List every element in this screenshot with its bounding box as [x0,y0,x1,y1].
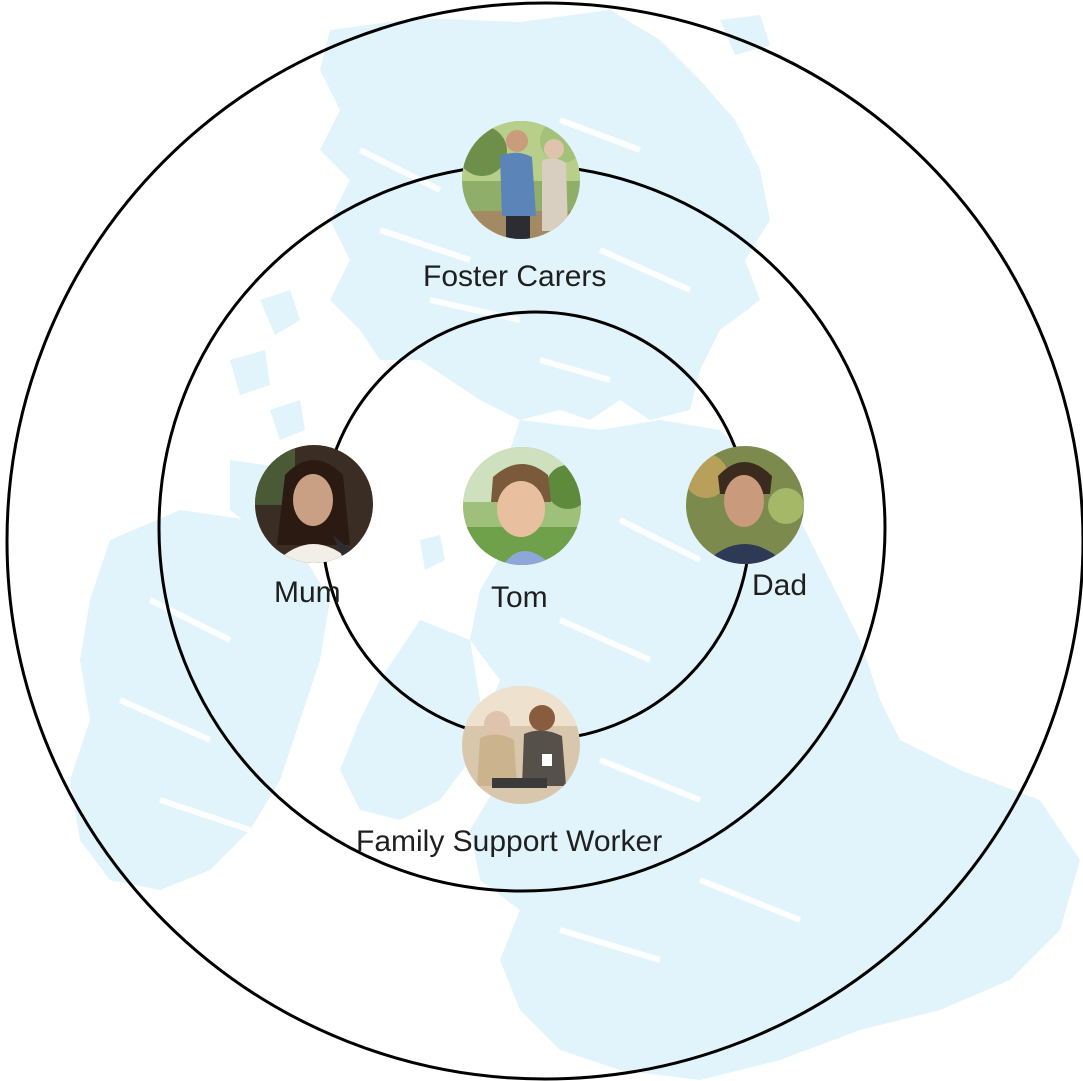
foster-carers-label: Foster Carers [423,260,607,293]
mum-label: Mum [274,576,341,609]
outer-ring [5,1,1083,1081]
family-support-worker-photo [462,686,580,804]
tom-photo [463,447,581,565]
tom-label: Tom [491,581,548,614]
mum-photo [255,445,373,563]
dad-label: Dad [752,569,808,602]
family-support-worker-label: Family Support Worker [356,825,663,858]
foster-carers-photo [462,121,580,239]
dad-photo [686,446,804,564]
